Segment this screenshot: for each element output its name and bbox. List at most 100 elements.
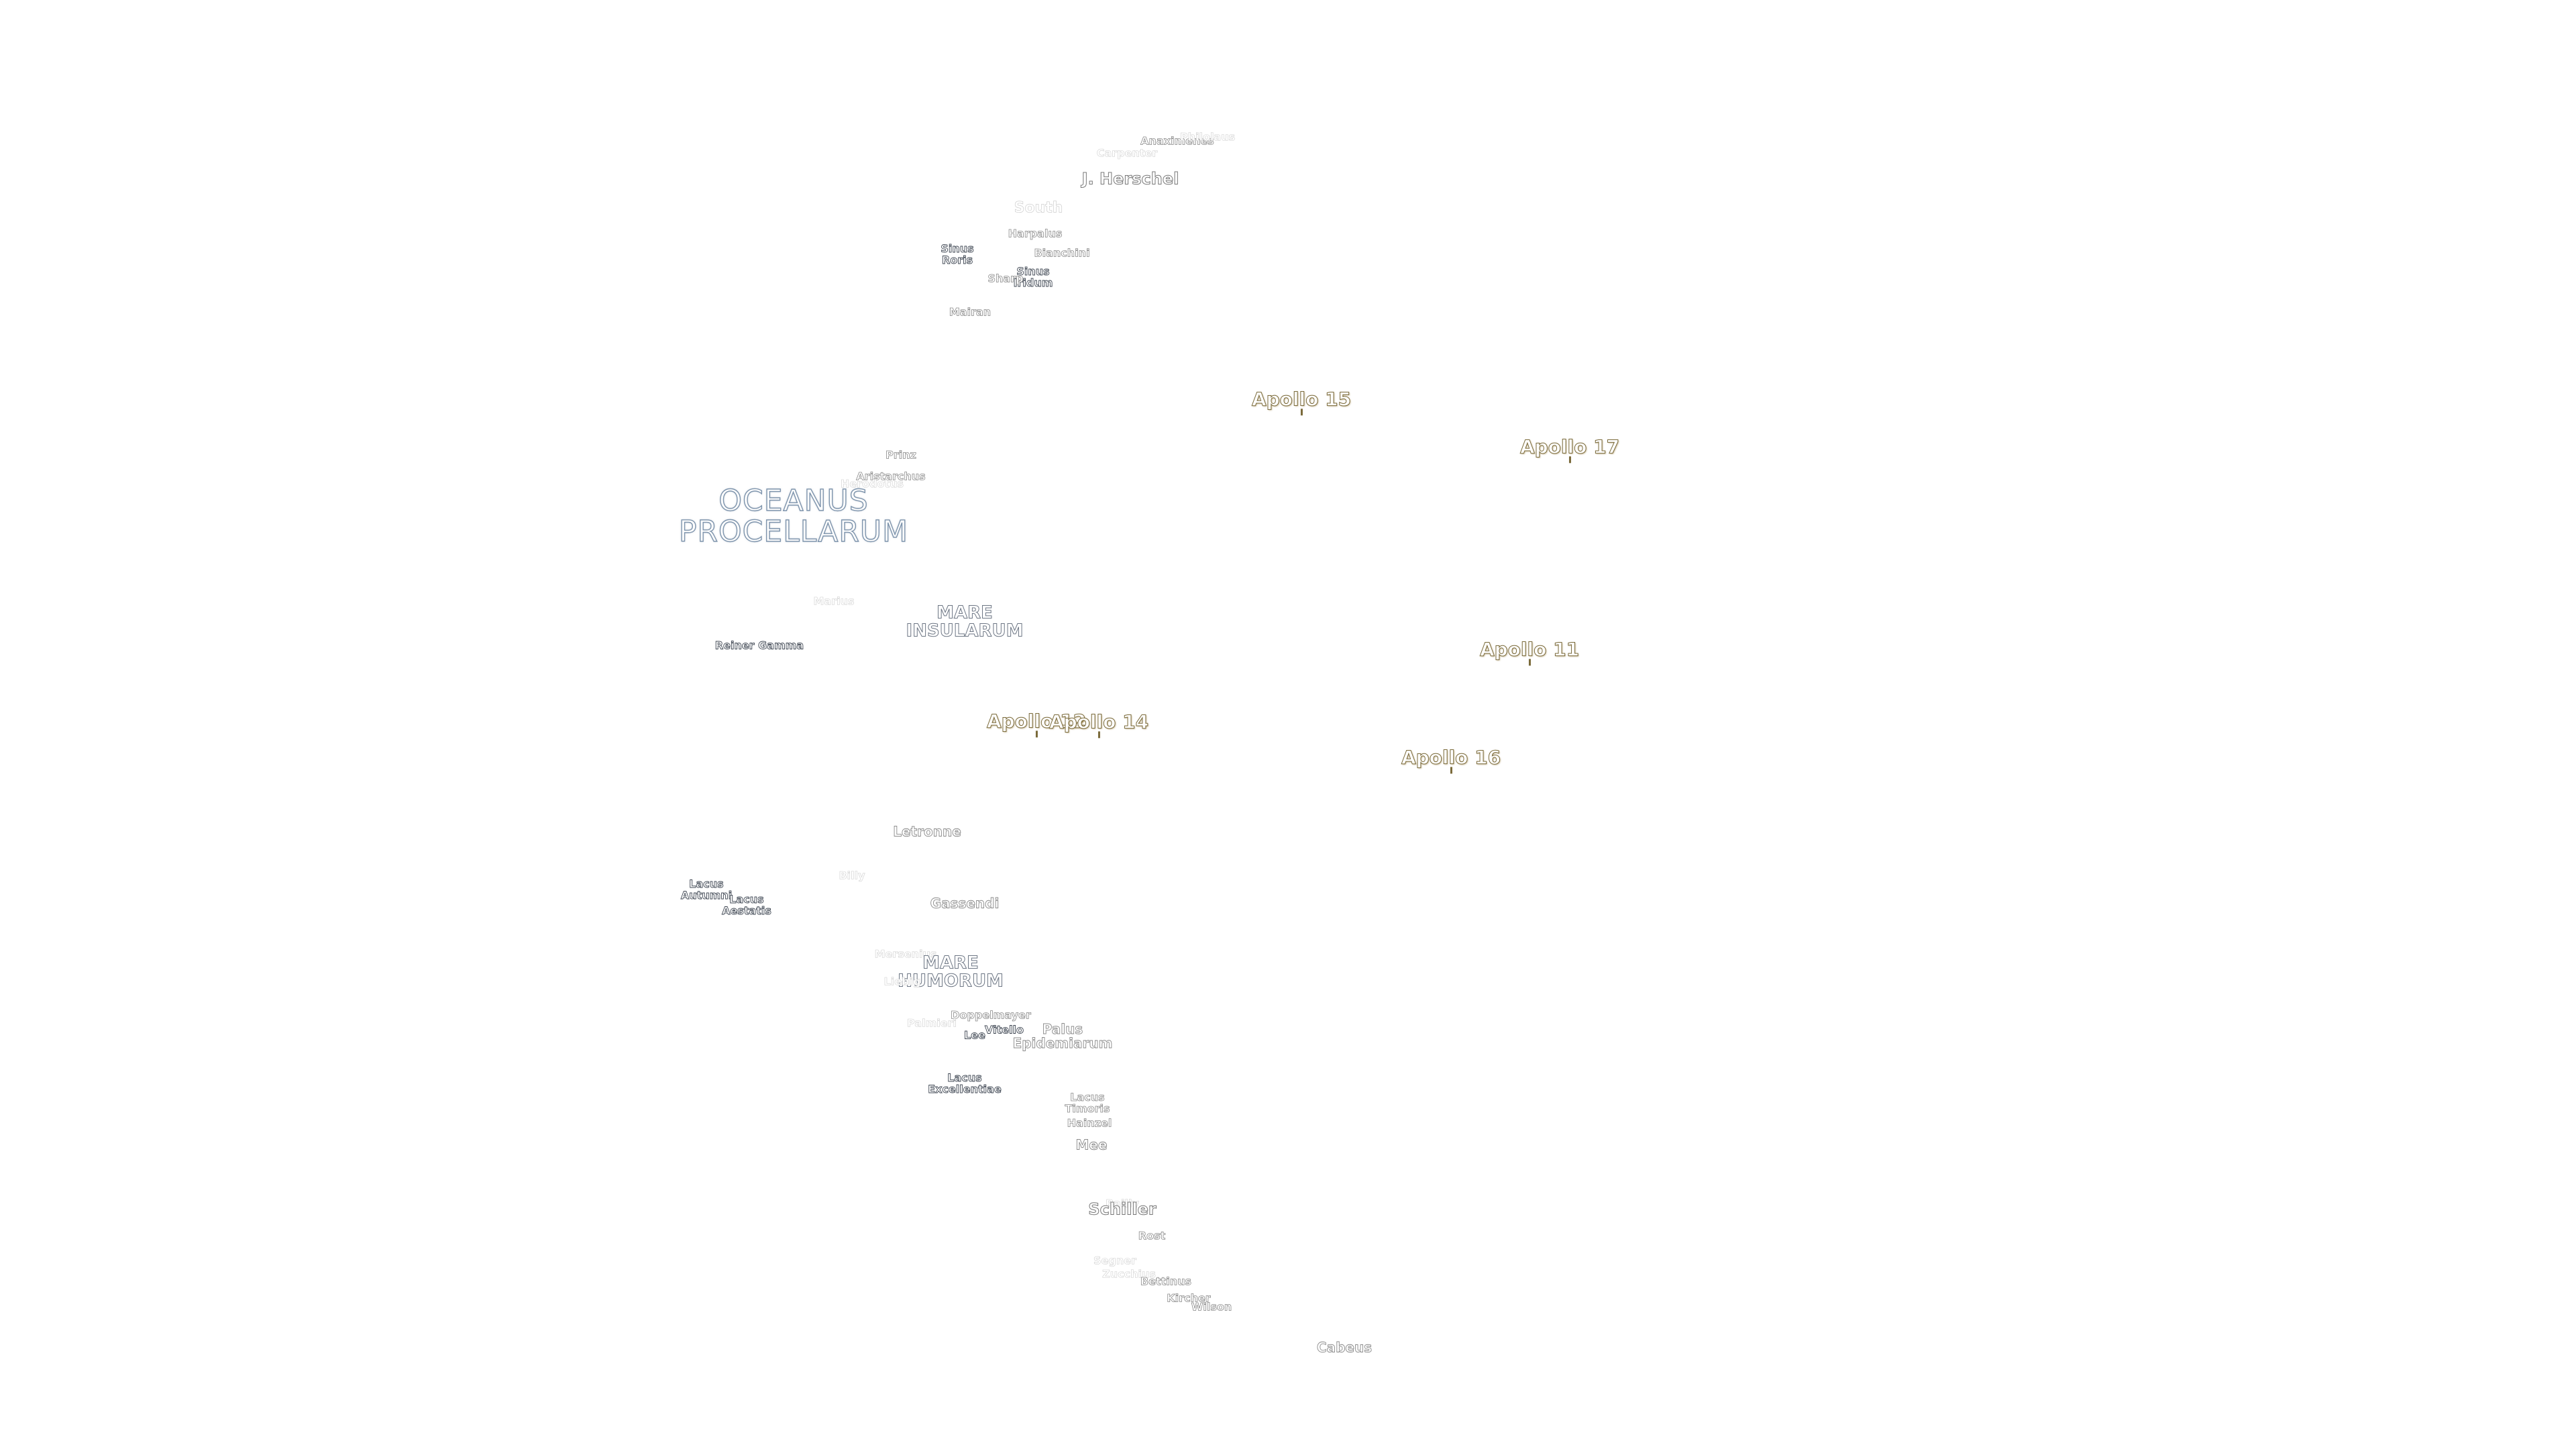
label-bailly[interactable]: Bailly (1106, 1197, 1139, 1210)
label-philolaus[interactable]: Philolaus (1179, 130, 1236, 144)
label-text: Mairan (949, 305, 991, 319)
label-text: Vitello (984, 1023, 1024, 1036)
label-segner[interactable]: Segner (1093, 1254, 1137, 1267)
label-kircher[interactable]: Kircher (1167, 1291, 1211, 1305)
label-text: Lacus (1070, 1091, 1105, 1104)
label-text: Iridum (1013, 276, 1053, 289)
label-mairan[interactable]: Mairan (949, 305, 991, 319)
label-text: Carpenter (1096, 146, 1158, 160)
label-text: Lacus (947, 1071, 982, 1085)
landing-site-marker-icon (1450, 767, 1452, 774)
label-text: Autumni (680, 889, 733, 902)
label-text: Harpalus (1008, 227, 1063, 240)
label-herodotus[interactable]: Herodotus (840, 477, 904, 490)
label-hainzel[interactable]: Hainzel (1067, 1116, 1112, 1130)
label-apollo-15[interactable]: Apollo 15 (1251, 388, 1352, 416)
label-text: Rost (1138, 1229, 1166, 1242)
label-text: Kircher (1167, 1291, 1211, 1305)
label-text: Billy (839, 869, 865, 882)
label-text: J. Herschel (1081, 169, 1179, 189)
label-schiller[interactable]: Schiller (1088, 1200, 1157, 1218)
label-liebig[interactable]: Liebig (883, 975, 921, 988)
label-text: Bianchini (1034, 246, 1090, 260)
label-mee[interactable]: Mee (1075, 1136, 1108, 1153)
label-text: Wilson (1191, 1300, 1232, 1313)
landing-site-marker-icon (1097, 731, 1100, 739)
label-apollo-16[interactable]: Apollo 16 (1401, 746, 1501, 774)
label-text: Herodotus (840, 477, 904, 490)
label-billy[interactable]: Billy (839, 869, 865, 882)
label-anaximenes[interactable]: Anaximenes (1140, 135, 1214, 148)
label-bianchini[interactable]: Bianchini (1034, 246, 1090, 260)
label-text: Roris (941, 254, 973, 266)
label-text: Segner (1093, 1254, 1137, 1267)
label-text: Timoris (1065, 1102, 1110, 1115)
label-text: Cabeus (1316, 1339, 1373, 1356)
label-text: Lacus (729, 893, 764, 906)
label-apollo-17[interactable]: Apollo 17 (1519, 435, 1620, 464)
label-lee[interactable]: Lee (964, 1029, 986, 1042)
label-harpalus[interactable]: Harpalus (1008, 227, 1063, 240)
label-text: Sharp (987, 272, 1024, 285)
label-zucchius[interactable]: Zucchius (1102, 1269, 1156, 1281)
label-text: Mee (1075, 1136, 1108, 1153)
label-text: Sinus (941, 242, 974, 256)
label-text: Hainzel (1067, 1116, 1112, 1130)
label-text: OCEANUS (718, 483, 869, 518)
label-apollo-11[interactable]: Apollo 11 (1479, 639, 1580, 666)
label-marius[interactable]: Marius (813, 594, 855, 608)
label-doppelmayer[interactable]: Doppelmayer (951, 1009, 1031, 1022)
label-text: Zucchius (1102, 1267, 1156, 1281)
landing-site-marker-icon (1300, 409, 1303, 416)
label-text: Apollo 16 (1401, 746, 1501, 769)
label-palmieri[interactable]: Palmieri (907, 1018, 957, 1030)
label-apollo-12[interactable]: Apollo 12 (986, 710, 1087, 738)
label-text: Palmieri (907, 1016, 957, 1030)
label-text: Epidemiarum (1012, 1035, 1113, 1051)
label-letronne[interactable]: Letronne (893, 823, 961, 840)
label-text: Philolaus (1179, 130, 1236, 144)
label-text: Excellentiae (928, 1083, 1002, 1095)
label-text: Marius (813, 594, 855, 608)
label-text: Apollo 17 (1519, 435, 1620, 458)
label-text: Apollo 14 (1049, 710, 1149, 733)
label-text: Bailly (1106, 1197, 1139, 1210)
label-reiner-gamma[interactable]: Reiner Gamma (714, 639, 804, 652)
label-prinz[interactable]: Prinz (885, 449, 917, 462)
label-text: HUMORUM (898, 971, 1004, 991)
label-rost[interactable]: Rost (1138, 1229, 1166, 1242)
label-sharp[interactable]: Sharp (987, 272, 1024, 285)
label-j-herschel[interactable]: J. Herschel (1081, 169, 1179, 189)
label-cabeus[interactable]: Cabeus (1316, 1339, 1373, 1356)
label-aristarchus[interactable]: Aristarchus (856, 470, 926, 483)
label-wilson[interactable]: Wilson (1191, 1300, 1232, 1313)
label-text: PROCELLARUM (678, 515, 909, 549)
label-bettinus[interactable]: Bettinus (1140, 1275, 1192, 1288)
label-text: Letronne (893, 823, 961, 840)
label-south[interactable]: South (1014, 199, 1063, 217)
label-text: Palus (1042, 1021, 1083, 1037)
label-apollo-14[interactable]: Apollo 14 (1049, 710, 1149, 739)
label-mersenius[interactable]: Mersenius (874, 947, 937, 961)
label-vitello[interactable]: Vitello (984, 1023, 1024, 1036)
label-text: Lacus (689, 877, 724, 891)
label-text: South (1014, 199, 1063, 217)
label-carpenter[interactable]: Carpenter (1096, 146, 1158, 160)
label-text: Bettinus (1140, 1275, 1192, 1288)
label-text: Aristarchus (856, 470, 926, 483)
landing-site-marker-icon (1528, 659, 1531, 666)
label-gassendi[interactable]: Gassendi (930, 896, 1000, 911)
label-text: Mersenius (874, 947, 937, 961)
label-text: Liebig (883, 975, 921, 988)
